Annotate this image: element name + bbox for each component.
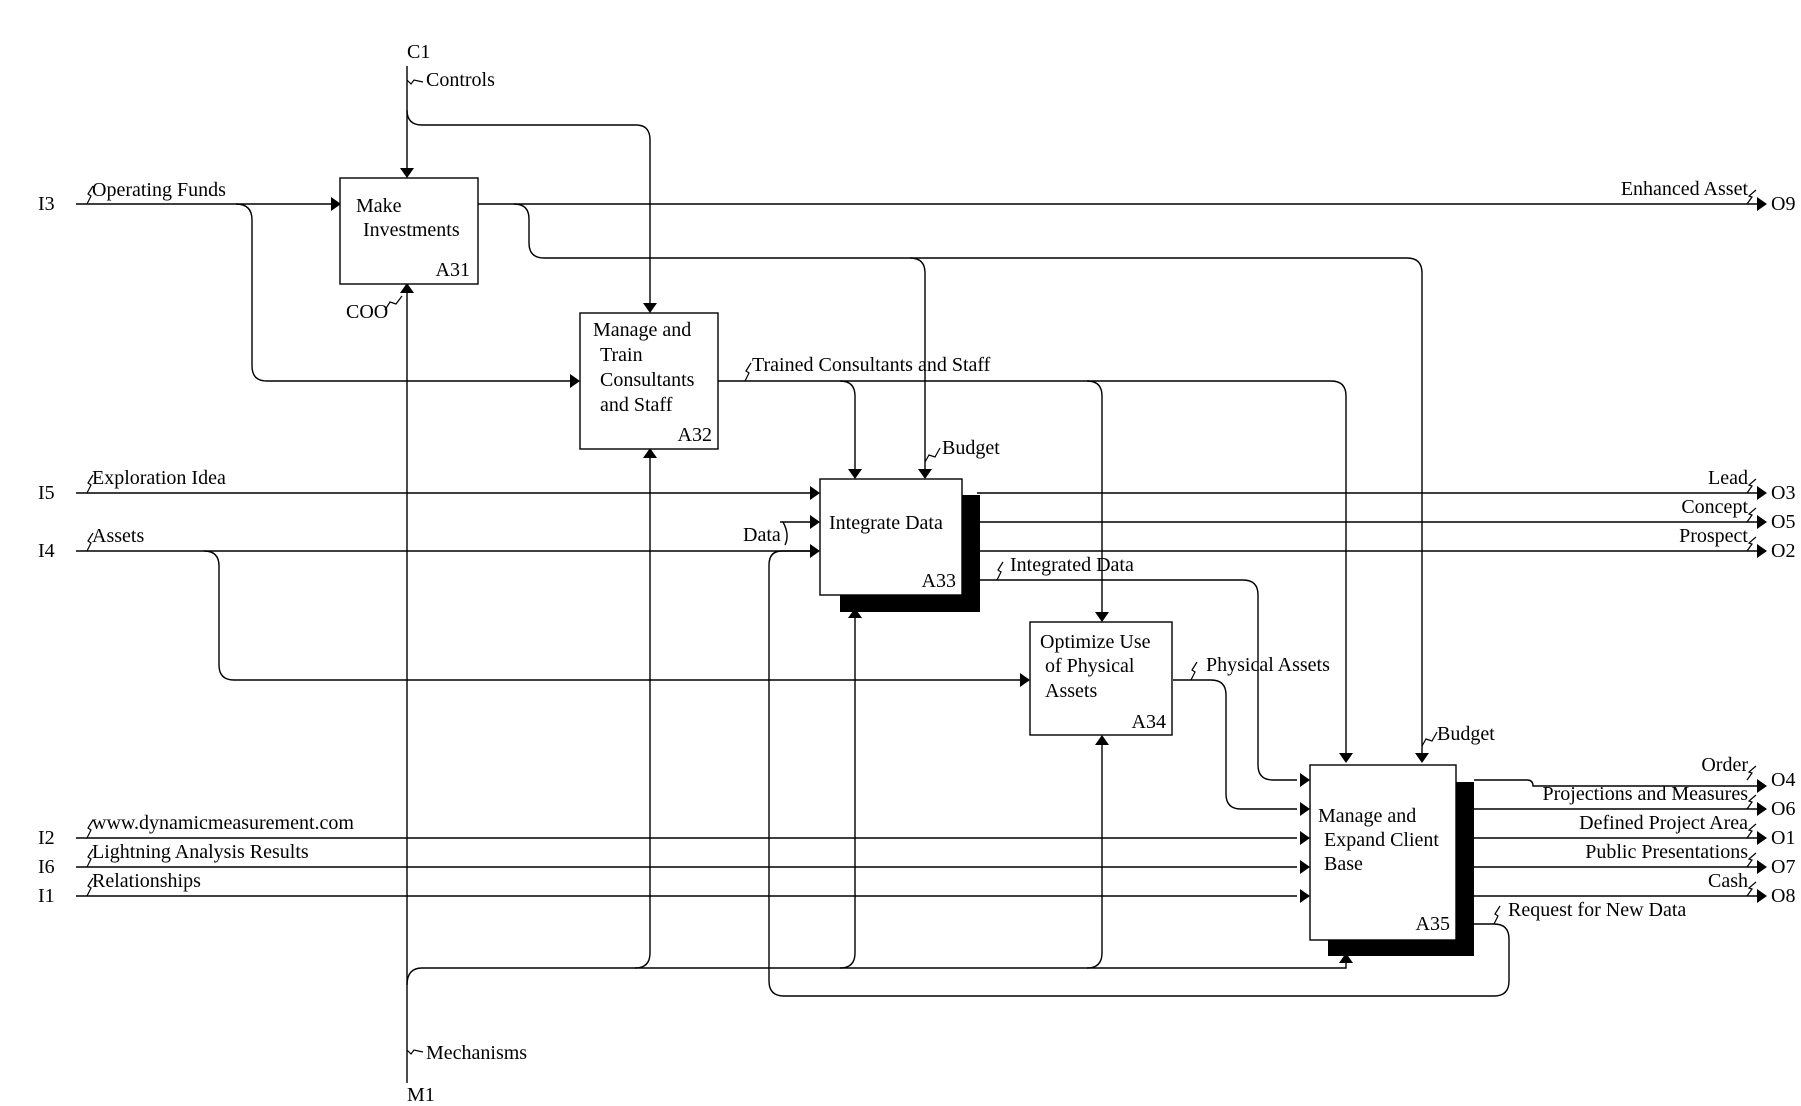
control-label: Controls (426, 69, 495, 91)
control-code: C1 (407, 41, 430, 63)
activity-title-line: Consultants (600, 369, 695, 391)
input-code: I4 (38, 540, 55, 562)
input-code: I2 (38, 827, 55, 849)
operating-funds-to-a32-line (235, 203, 572, 382)
controls-to-a32-line (406, 109, 651, 303)
output-code: O4 (1771, 769, 1795, 791)
activity-box[interactable] (819, 478, 963, 596)
output-code: O6 (1771, 798, 1795, 820)
input-code: I5 (38, 482, 55, 504)
input-code: I3 (38, 193, 55, 215)
activity-title-line: Integrate Data (829, 512, 943, 534)
input-label: Operating Funds (92, 179, 226, 201)
activity-title-line: and Staff (600, 394, 673, 416)
output-label: Order (1701, 754, 1748, 776)
trained-staff-to-a34-line (1086, 380, 1103, 614)
activity-title-line: Make (356, 195, 402, 217)
input-label: www.dynamicmeasurement.com (92, 812, 354, 834)
input-code: I1 (38, 885, 55, 907)
physical-assets-line (1173, 679, 1297, 810)
output-label: Lead (1708, 467, 1748, 489)
a31-budget-a35-line (910, 257, 1423, 755)
activity-title-line: Assets (1045, 680, 1097, 702)
request-new-data-label: Request for New Data (1508, 899, 1686, 921)
trained-staff-label: Trained Consultants and Staff (752, 354, 991, 376)
activity-title-line: Optimize Use (1040, 631, 1151, 653)
assets-to-a34-line (203, 550, 1022, 681)
activity-id: A34 (1132, 711, 1166, 733)
mechanisms-to-a32-line (634, 455, 651, 969)
integrated-data-label: Integrated Data (1010, 554, 1134, 576)
output-code: O8 (1771, 885, 1795, 907)
trained-staff-to-a33-line (839, 380, 856, 471)
label-squiggles (86, 79, 1757, 1055)
output-label: Concept (1681, 496, 1748, 518)
activity-box[interactable] (1029, 621, 1173, 736)
order-line (1474, 779, 1757, 787)
output-code: O9 (1771, 193, 1795, 215)
activity-box[interactable] (339, 177, 479, 285)
activity-id: A32 (678, 424, 712, 446)
data-tick-line (782, 521, 788, 546)
output-label: Cash (1708, 870, 1748, 892)
output-code: O3 (1771, 482, 1795, 504)
activity-a32[interactable]: Manage and Train Consultants and Staff A… (579, 312, 719, 450)
output-code: O2 (1771, 540, 1795, 562)
output-label: Prospect (1679, 525, 1748, 547)
activity-id: A31 (436, 259, 470, 281)
budget-a35-label: Budget (1437, 723, 1495, 745)
boundary-labels: C1 Controls Mechanisms M1 I3 Operating F… (38, 41, 1795, 1106)
activity-a31[interactable]: Make Investments A31 (339, 177, 479, 285)
request-new-data-line (768, 550, 1510, 997)
input-code: I6 (38, 856, 55, 878)
input-label: Exploration Idea (92, 467, 226, 489)
output-code: O7 (1771, 856, 1795, 878)
activity-id: A33 (922, 570, 956, 592)
arrow-lines (76, 66, 1757, 1083)
mechanisms-bus-line (406, 955, 1347, 986)
activity-box[interactable] (579, 312, 719, 450)
input-label: Relationships (92, 870, 201, 892)
output-label: Projections and Measures (1542, 783, 1748, 805)
output-label: Public Presentations (1585, 841, 1748, 863)
budget-a33-label: Budget (942, 437, 1000, 459)
activity-title-line: Manage and (1318, 805, 1416, 827)
mechanism-code: M1 (407, 1084, 435, 1106)
mechanism-label: Mechanisms (426, 1042, 527, 1064)
activity-title-line: Base (1324, 853, 1363, 875)
activity-box[interactable] (1309, 764, 1457, 941)
activity-a33[interactable]: Integrate Data A33 (819, 478, 980, 612)
input-label: Assets (92, 525, 144, 547)
a31-budget-branch-line (513, 203, 926, 471)
activity-title-line: Train (600, 344, 643, 366)
arrow-heads (331, 168, 1767, 963)
activity-a34[interactable]: Optimize Use of Physical Assets A34 (1029, 621, 1173, 736)
output-code: O1 (1771, 827, 1795, 849)
coo-label: COO (346, 301, 388, 323)
output-code: O5 (1771, 511, 1795, 533)
trained-staff-line (718, 380, 1347, 755)
input-label: Lightning Analysis Results (92, 841, 309, 863)
activity-a35[interactable]: Manage and Expand Client Base A35 (1309, 764, 1474, 956)
internal-labels: COO Trained Consultants and Staff Budget… (346, 301, 1686, 921)
activity-title-line: of Physical (1045, 655, 1135, 677)
mechanisms-to-a33-line (839, 613, 856, 969)
physical-assets-label: Physical Assets (1206, 654, 1330, 676)
activity-id: A35 (1416, 913, 1450, 935)
data-label: Data (743, 524, 781, 546)
integrated-data-line (977, 579, 1297, 781)
mechanisms-to-a34-line (1086, 740, 1103, 969)
output-label: Enhanced Asset (1621, 178, 1749, 200)
output-label: Defined Project Area (1579, 812, 1748, 834)
activity-title-line: Expand Client (1324, 829, 1439, 851)
activity-title-line: Investments (363, 219, 460, 241)
activity-title-line: Manage and (593, 319, 691, 341)
